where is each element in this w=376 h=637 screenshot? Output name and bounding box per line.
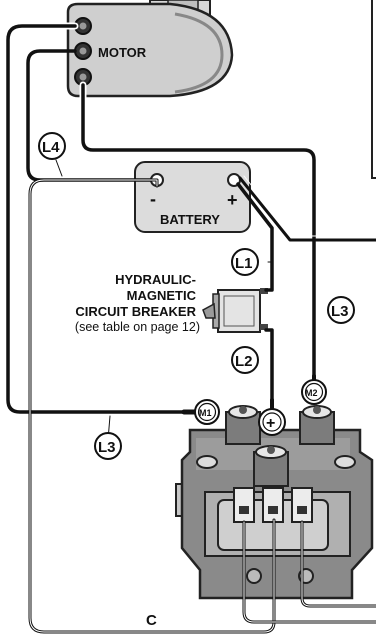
connector-plus-label: + xyxy=(266,415,275,432)
callout-l3-left: L3 xyxy=(94,432,122,460)
callout-l1: L1 xyxy=(231,248,259,276)
breaker-title-line1: HYDRAULIC- xyxy=(115,272,196,287)
connector-m2: M2 xyxy=(301,379,327,405)
solenoid-post-left-icon xyxy=(225,405,261,445)
battery-negative-sign: - xyxy=(150,189,156,209)
connector-m1: M1 xyxy=(194,399,220,425)
motor-label: MOTOR xyxy=(98,45,147,60)
breaker-title-line2: MAGNETIC xyxy=(126,288,196,303)
wire-c-label: C xyxy=(146,612,157,629)
battery-label: BATTERY xyxy=(160,212,220,227)
motor: MOTOR xyxy=(66,0,234,98)
callout-l2: L2 xyxy=(231,346,259,374)
battery-positive-sign: + xyxy=(227,190,238,210)
connector-m1-label: M1 xyxy=(199,408,212,418)
callout-l2-label: L2 xyxy=(235,353,253,370)
callout-l3-right: L3 xyxy=(327,296,355,324)
solenoid-post-right-icon xyxy=(299,405,335,445)
callout-l4-label: L4 xyxy=(42,139,60,156)
solenoid-post-center-icon xyxy=(253,445,289,487)
callout-l4: L4 xyxy=(38,132,66,160)
callout-l3-left-label: L3 xyxy=(98,439,116,456)
solenoid xyxy=(175,405,374,600)
callout-l1-label: L1 xyxy=(235,255,253,272)
connector-plus: + xyxy=(258,408,286,436)
wires xyxy=(4,22,376,634)
circuit-breaker xyxy=(202,288,268,333)
breaker-title-line3: CIRCUIT BREAKER xyxy=(75,304,196,319)
callout-l3-right-label: L3 xyxy=(331,303,349,320)
breaker-title: HYDRAULIC- MAGNETIC CIRCUIT BREAKER xyxy=(20,272,196,320)
solenoid-bolt-left-icon xyxy=(246,568,262,584)
connector-m2-label: M2 xyxy=(305,388,318,398)
battery: - + BATTERY xyxy=(134,161,251,233)
side-panel-outline xyxy=(371,0,376,179)
breaker-note: (see table on page 12) xyxy=(74,320,200,334)
